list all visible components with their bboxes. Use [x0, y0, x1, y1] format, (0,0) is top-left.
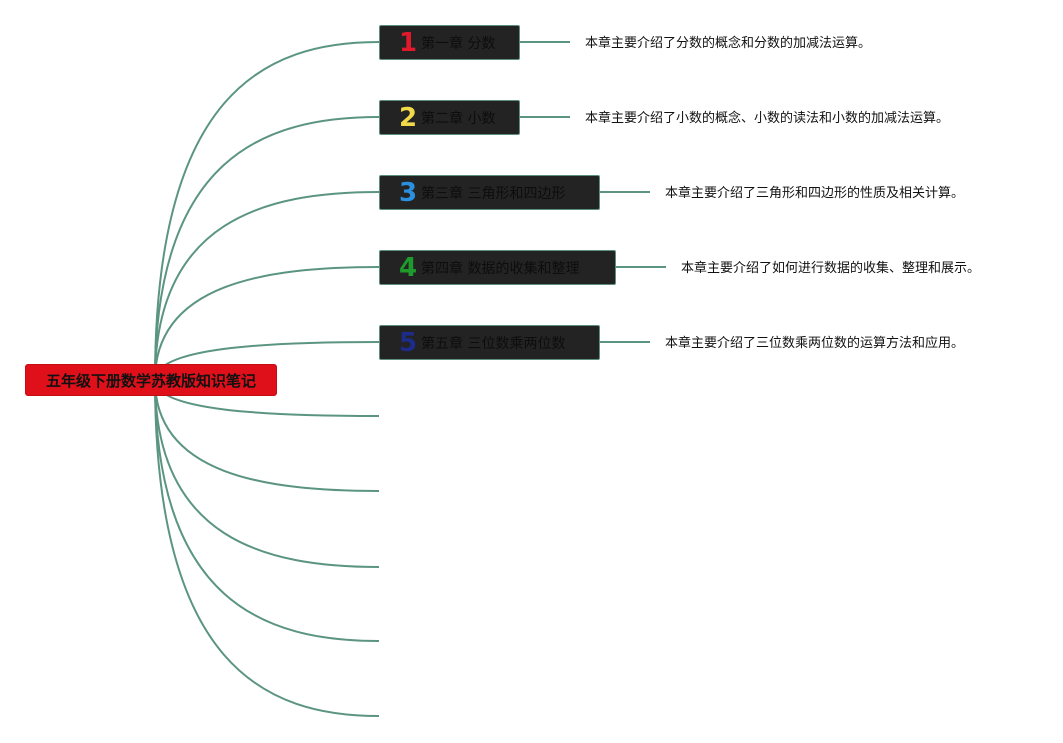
branch-line-2 [154, 116, 380, 381]
branch-line-3 [154, 191, 380, 381]
empty-branch-line-3 [154, 379, 380, 568]
chapter-node-5[interactable]: 5 第五章 三位数乘两位数 [379, 325, 600, 360]
chapter-description-5: 本章主要介绍了三位数乘两位数的运算方法和应用。 [665, 336, 965, 351]
root-label: 五年级下册数学苏教版知识笔记 [45, 371, 256, 390]
chapter-description-1: 本章主要介绍了分数的概念和分数的加减法运算。 [585, 36, 872, 51]
chapter-number-3: 3 [398, 177, 418, 208]
chapter-title-4: 第四章 数据的收集和整理 [421, 260, 580, 277]
chapter-node-3[interactable]: 3 第三章 三角形和四边形 [379, 175, 600, 210]
branch-line-1 [154, 41, 380, 381]
chapter-number-2: 2 [398, 102, 418, 133]
chapter-number-4: 4 [398, 252, 418, 283]
chapter-node-1[interactable]: 1 第一章 分数 [379, 25, 520, 60]
chapter-title-1: 第一章 分数 [421, 35, 496, 52]
chapter-title-5: 第五章 三位数乘两位数 [421, 335, 566, 352]
chapter-description-3: 本章主要介绍了三角形和四边形的性质及相关计算。 [665, 186, 965, 201]
chapter-node-2[interactable]: 2 第二章 小数 [379, 100, 520, 135]
root-node[interactable]: 五年级下册数学苏教版知识笔记 [25, 364, 277, 396]
branch-line-4 [154, 266, 380, 381]
empty-branch-line-5 [154, 379, 380, 717]
empty-branch-line-4 [154, 379, 380, 642]
chapter-number-5: 5 [398, 327, 418, 358]
chapter-description-4: 本章主要介绍了如何进行数据的收集、整理和展示。 [681, 261, 981, 276]
chapter-description-2: 本章主要介绍了小数的概念、小数的读法和小数的加减法运算。 [585, 111, 950, 126]
chapter-title-2: 第二章 小数 [421, 110, 496, 127]
chapter-number-1: 1 [398, 27, 418, 58]
empty-branch-line-2 [154, 379, 380, 492]
chapter-node-4[interactable]: 4 第四章 数据的收集和整理 [379, 250, 616, 285]
chapter-title-3: 第三章 三角形和四边形 [421, 185, 566, 202]
